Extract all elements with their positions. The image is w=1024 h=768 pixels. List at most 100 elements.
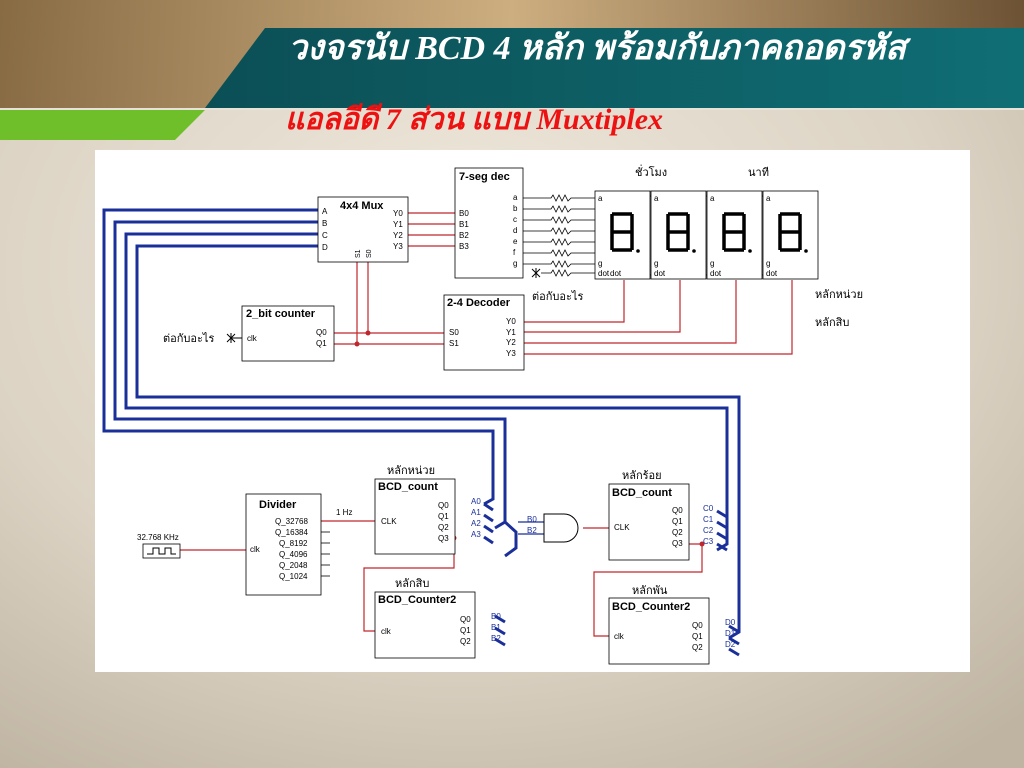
decoder24-box xyxy=(443,294,525,371)
counter-hundreds-q0: Q0 xyxy=(672,506,683,515)
display-1-pin-dot: dot xyxy=(598,269,610,278)
counter-units-q3: Q3 xyxy=(438,534,449,543)
decoder24-out-y0: Y0 xyxy=(506,317,516,326)
divider-clk: clk xyxy=(250,545,261,554)
counter-units-bus-a3: A3 xyxy=(471,530,481,539)
display-1-dp xyxy=(636,249,640,253)
seg-res-d xyxy=(522,227,595,235)
bus-b-tap-0 xyxy=(494,614,506,624)
display-1-segments xyxy=(610,212,634,252)
counter-tens-clk: clk xyxy=(381,627,392,636)
oscillator-block: 32.768 KHz xyxy=(137,533,181,559)
bus-b-tap-1 xyxy=(494,626,506,636)
seg-decoder-out-d: d xyxy=(513,226,517,235)
mux-input-d: D xyxy=(322,243,328,252)
bus-a-tap-1 xyxy=(483,513,494,523)
seg-decoder-in-b2: B2 xyxy=(459,231,469,240)
counter-units-box xyxy=(374,478,456,555)
decoder24-out-y3: Y3 xyxy=(506,349,516,358)
mux-output-y1: Y1 xyxy=(393,220,403,229)
display-1-dp-label: dot xyxy=(610,269,622,278)
y2-disp3-wire xyxy=(524,280,737,344)
slide-title: วงจรนับ BCD 4 หลัก พร้อมกับภาคถอดรหัส xyxy=(288,30,906,67)
seven-seg-display-2: a g dot xyxy=(650,190,707,280)
seven-seg-display-3: a g dot xyxy=(706,190,763,280)
seg-res-dot xyxy=(541,269,595,277)
counter-tens-title: BCD_Counter2 xyxy=(378,594,456,606)
seg-decoder-out-e: e xyxy=(513,237,518,246)
counter-thousands-q0: Q0 xyxy=(692,621,703,630)
display-3-pin-g: g xyxy=(710,259,714,268)
seg-decoder-out-b: b xyxy=(513,204,518,213)
counter-hundreds-title: BCD_count xyxy=(612,487,672,499)
counter-thousands-q1: Q1 xyxy=(692,632,703,641)
bus-b-tap-2 xyxy=(494,637,506,647)
circuit-schematic: 4x4 Mux A B C D Y0 Y1 Y2 Y3 S1 S0 7-seg … xyxy=(102,164,863,665)
oscillator-box xyxy=(142,543,181,559)
counter-hundreds-q1: Q1 xyxy=(672,517,683,526)
bus-c-tap-1 xyxy=(716,520,728,530)
counter-thousands-bus-d0: D0 xyxy=(725,618,736,627)
display-4-pin-dot: dot xyxy=(766,269,778,278)
seg-decoder-out-c: c xyxy=(513,215,517,224)
circuit-diagram-panel: 4x4 Mux A B C D Y0 Y1 Y2 Y3 S1 S0 7-seg … xyxy=(95,150,970,672)
bus-d-tap-1 xyxy=(728,636,740,646)
junction-dot-c3 xyxy=(699,541,705,547)
display-3-frame xyxy=(706,190,763,280)
digit-label-tens: หลักสิบ xyxy=(815,317,849,329)
seg-decoder-in-b3: B3 xyxy=(459,242,469,251)
counter-thousands-bus-d1: D1 xyxy=(725,629,736,638)
display-4-segments xyxy=(778,212,802,252)
decoder24-out-y1: Y1 xyxy=(506,328,516,337)
divider-q-2048: Q_2048 xyxy=(279,561,308,570)
display-2-pin-g: g xyxy=(654,259,658,268)
counter-thousands-place: หลักพัน xyxy=(632,585,668,597)
seg-decoder-in-b0: B0 xyxy=(459,209,469,218)
and-gate-block: B0 B2 xyxy=(518,513,579,543)
display-4-dp xyxy=(804,249,808,253)
counter-thousands-clk: clk xyxy=(614,632,625,641)
no-connect-markers xyxy=(226,268,541,343)
junction-dot-s1 xyxy=(354,341,360,347)
bus-b-to-gate-line xyxy=(503,520,518,558)
junction-dot-s0 xyxy=(365,330,371,336)
bit-counter-q1: Q1 xyxy=(316,339,327,348)
display-1-pin-g: g xyxy=(598,259,602,268)
counter-hundreds-bus-c0: C0 xyxy=(703,504,714,513)
decoder24-out-y2: Y2 xyxy=(506,338,516,347)
display-4-pin-g: g xyxy=(766,259,770,268)
divider-q-8192: Q_8192 xyxy=(279,539,308,548)
seg-res-a xyxy=(522,194,595,202)
title-banner xyxy=(205,28,1024,108)
counter-units-q0: Q0 xyxy=(438,501,449,510)
seg-decoder-block: 7-seg dec B0 B1 B2 B3 a b c d e f g xyxy=(454,167,524,279)
display-1-pin-a: a xyxy=(598,194,603,203)
display-2-segments xyxy=(666,212,690,252)
counter-units-q2: Q2 xyxy=(438,523,449,532)
counter-thousands-q2: Q2 xyxy=(692,643,703,652)
counter-units-block: หลักหน่วย BCD_count CLK Q0 Q1 Q2 Q3 A0 A… xyxy=(374,465,481,555)
bus-c-tap-0 xyxy=(716,509,728,519)
y1-disp2-wire xyxy=(524,280,681,333)
bus-c-tap-3 xyxy=(716,542,728,552)
mux-select-s0: S0 xyxy=(366,249,373,258)
bus-a-tap-2 xyxy=(483,524,494,534)
bus-d-line xyxy=(135,244,741,640)
divider-q-4096: Q_4096 xyxy=(279,550,308,559)
seg-res-f xyxy=(522,249,595,257)
mux-input-a: A xyxy=(322,207,328,216)
display-3-dp xyxy=(748,249,752,253)
bus-b-line xyxy=(113,220,507,530)
counter-thousands-box xyxy=(608,597,710,665)
and-gate-in-b0: B0 xyxy=(527,515,537,524)
display-3-segments xyxy=(722,212,746,252)
seg-decoder-title: 7-seg dec xyxy=(459,171,510,183)
counter-tens-q2: Q2 xyxy=(460,637,471,646)
mux-title: 4x4 Mux xyxy=(340,200,384,212)
bit-counter-title: 2_bit counter xyxy=(246,308,316,320)
divider-q-1024: Q_1024 xyxy=(279,572,308,581)
y0-disp1-wire xyxy=(524,280,625,323)
divider-q-32768: Q_32768 xyxy=(275,517,308,526)
bit-counter-clk: clk xyxy=(247,334,258,343)
seg-res-b xyxy=(522,205,595,213)
